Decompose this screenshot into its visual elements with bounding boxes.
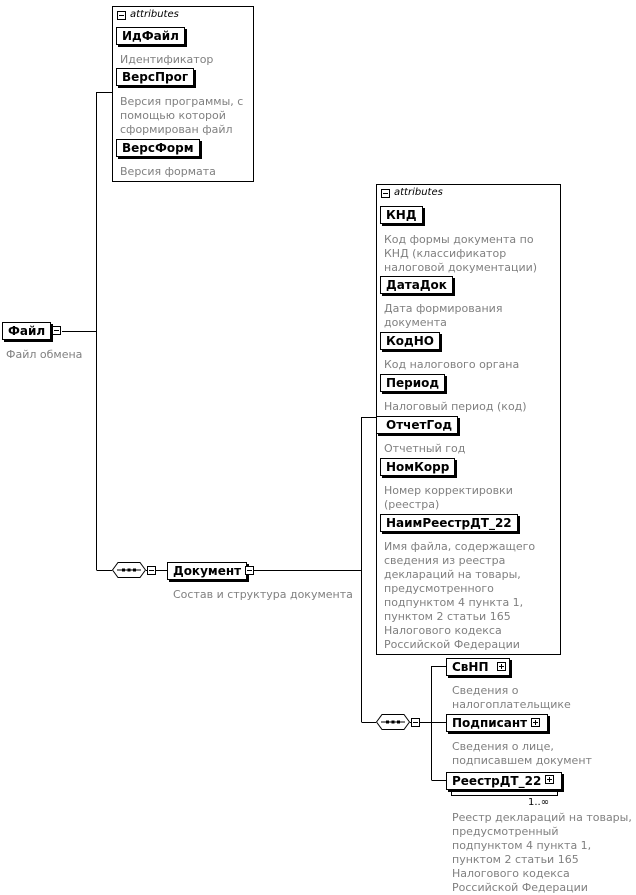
attribute-label: ОтчетГод [386,418,453,432]
attribute-label: Период [386,376,440,390]
element-label: СвНП [452,660,489,674]
attribute-naimreestrdt22[interactable]: НаимРеестрДТ_22 [380,514,518,532]
attributes-header: attributes [394,187,443,198]
attribute-description: Номер корректировки (реестра) [384,484,513,511]
element-svnp[interactable]: СвНП [446,658,510,676]
attribute-datadok[interactable]: ДатаДок [380,276,453,294]
attribute-nomkorr[interactable]: НомКорр [380,458,456,476]
attribute-description: Версия формата [120,165,216,178]
root-element-file[interactable]: Файл [2,322,52,340]
attribute-kodno[interactable]: КодНО [380,332,440,350]
attribute-description: Налоговый период (код) [384,400,527,413]
collapse-icon[interactable] [147,566,156,575]
expand-icon[interactable] [545,775,554,784]
attribute-period[interactable]: Период [380,374,446,392]
collapse-icon[interactable] [117,11,126,20]
attribute-otchetgod[interactable]: ОтчетГод [376,416,459,434]
collapse-icon[interactable] [245,566,254,575]
element-label: Подписант [452,716,528,730]
attribute-label: ВерсПрог [122,70,189,84]
sequence-compositor-icon [112,562,146,578]
collapse-icon[interactable] [52,326,61,335]
attribute-label: НомКорр [386,460,450,474]
attribute-description: Отчетный год [384,442,466,455]
root-element-label: Файл [8,324,46,338]
attribute-label: ВерсФорм [122,141,194,155]
collapse-icon[interactable] [381,189,390,198]
element-description: Состав и структура документа [173,588,353,601]
element-label: Документ [173,564,242,578]
element-description: Сведения о лице, подписавшем документ [452,740,592,767]
expand-icon[interactable] [497,662,506,671]
attribute-label: КНД [386,208,417,222]
attribute-description: Версия программы, с помощью которой сфор… [120,95,244,136]
attribute-label: ИдФайл [122,29,179,43]
attribute-description: Код налогового органа [384,358,520,371]
attribute-description: Имя файла, содержащего сведения из реест… [384,540,536,651]
element-podpisant[interactable]: Подписант [446,714,549,732]
attributes-header: attributes [130,9,179,20]
attribute-label: КодНО [386,334,434,348]
attribute-knd[interactable]: КНД [380,206,423,224]
attribute-description: Код формы документа по КНД (классификато… [384,233,538,274]
element-label: РеестрДТ_22 [452,774,542,788]
element-document[interactable]: Документ [167,562,248,580]
attribute-label: ДатаДок [386,278,447,292]
attribute-versprog[interactable]: ВерсПрог [116,68,195,86]
attribute-idfile[interactable]: ИдФайл [116,27,185,45]
sequence-compositor-icon [376,714,410,730]
attribute-description: Дата формирования документа [384,302,503,329]
element-reestrdt22[interactable]: РеестрДТ_22 [446,772,563,790]
attribute-versform[interactable]: ВерсФорм [116,139,200,157]
element-description: Сведения о налогоплательщике [452,684,571,711]
attribute-label: НаимРеестрДТ_22 [386,516,512,530]
occurrence-label: 1..∞ [528,797,550,808]
collapse-icon[interactable] [411,718,420,727]
expand-icon[interactable] [531,718,540,727]
element-description: Реестр деклараций на товары, предусмотре… [452,811,632,894]
root-element-description: Файл обмена [6,348,83,361]
